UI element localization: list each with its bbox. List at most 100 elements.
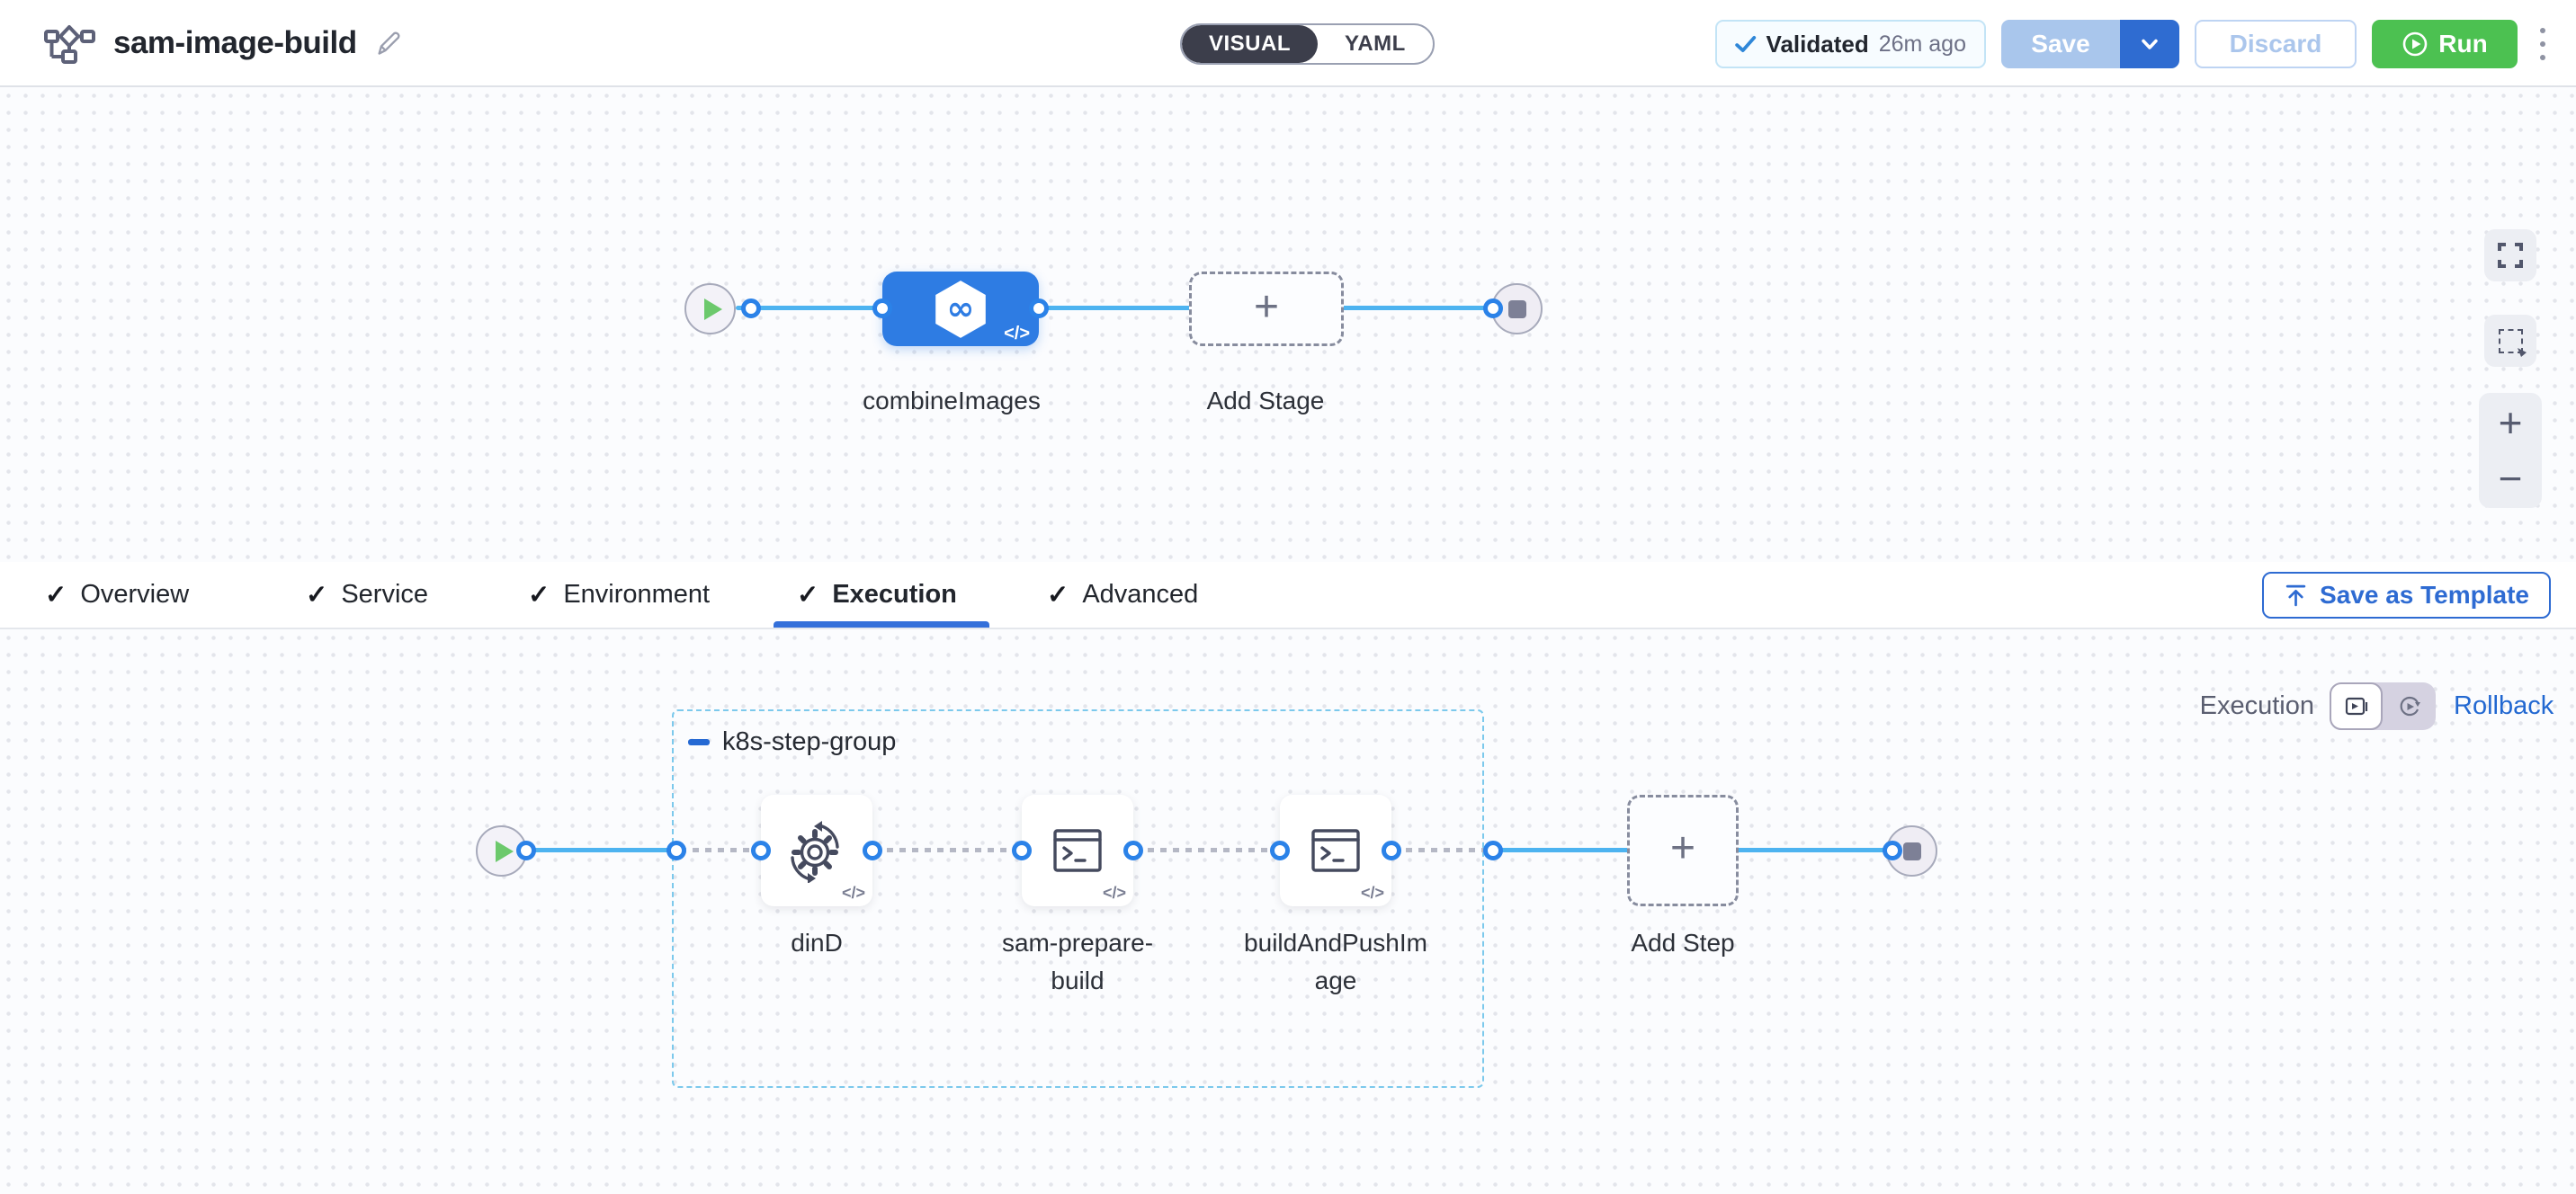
check-icon: ✓ — [528, 581, 550, 610]
fullscreen-icon — [2498, 243, 2523, 268]
page-title: sam-image-build — [113, 24, 357, 60]
stage-canvas[interactable]: ∞ </> + combineImages Add Stage — [0, 87, 2576, 562]
add-step-label: Add Step — [1631, 929, 1735, 957]
step-connector-line — [509, 848, 680, 852]
connector-port[interactable] — [751, 841, 771, 860]
connector-port[interactable] — [1270, 841, 1290, 860]
check-icon: ✓ — [1047, 581, 1069, 610]
check-icon: ✓ — [45, 581, 67, 610]
visual-yaml-toggle: VISUAL YAML — [1180, 23, 1435, 65]
zoom-in-button[interactable]: + — [2498, 399, 2523, 446]
header: sam-image-build VISUAL YAML Validated 26… — [0, 0, 2576, 87]
connector-port[interactable] — [516, 841, 536, 860]
rollback-mode-button[interactable] — [2383, 682, 2436, 730]
step-connector-dashed — [874, 848, 1024, 852]
discard-button[interactable]: Discard — [2195, 20, 2357, 68]
tab-overview[interactable]: ✓ Overview — [45, 580, 190, 610]
connector-port[interactable] — [1123, 841, 1143, 860]
run-button[interactable]: Run — [2372, 20, 2518, 68]
step-build-and-push-image[interactable]: </> — [1280, 795, 1391, 906]
chevron-down-icon — [2142, 39, 2158, 49]
check-icon: ✓ — [797, 581, 819, 610]
execution-steps-icon — [2345, 697, 2367, 715]
check-icon: ✓ — [306, 581, 328, 610]
upload-icon — [2285, 584, 2306, 606]
stage-config-tabbar: ✓ Overview ✓ Service ✓ Environment ✓ Exe… — [0, 562, 2576, 629]
step-dind[interactable]: </> — [761, 795, 872, 906]
run-play-icon — [2402, 31, 2428, 57]
multi-select-button[interactable] — [2484, 315, 2536, 367]
execution-canvas[interactable]: Execution Rollback — [0, 629, 2576, 1194]
stage-label: combineImages — [863, 387, 1041, 414]
connector-port[interactable] — [741, 298, 761, 318]
step-sam-prepare-build[interactable]: </> — [1022, 795, 1133, 906]
step-connector-dashed — [1393, 848, 1495, 852]
add-step-button[interactable]: + — [1627, 795, 1739, 906]
header-left: sam-image-build — [43, 0, 402, 85]
stop-square-icon — [1507, 299, 1526, 318]
terminal-icon — [1053, 829, 1102, 872]
plus-icon: + — [1669, 824, 1696, 872]
start-play-icon — [495, 840, 514, 862]
connector-port[interactable] — [1029, 298, 1049, 318]
connector-port[interactable] — [863, 841, 882, 860]
connector-port[interactable] — [1483, 298, 1503, 318]
step-connector-dashed — [680, 848, 763, 852]
collapse-group-icon[interactable] — [688, 739, 710, 745]
start-play-icon — [703, 298, 722, 320]
connector-port[interactable] — [1483, 841, 1503, 860]
code-icon: </> — [1360, 884, 1384, 902]
run-label: Run — [2438, 30, 2488, 58]
tab-service[interactable]: ✓ Service — [306, 580, 429, 610]
step-label: buildAndPushImage — [1244, 929, 1427, 994]
tab-execution[interactable]: ✓ Execution — [797, 580, 957, 610]
toggle-yaml[interactable]: YAML — [1345, 31, 1406, 56]
step-label: sam-prepare-build — [1001, 929, 1154, 994]
tab-environment[interactable]: ✓ Environment — [528, 580, 711, 610]
rollback-link[interactable]: Rollback — [2454, 691, 2554, 720]
edit-pencil-icon[interactable] — [375, 30, 402, 57]
fullscreen-button[interactable] — [2484, 229, 2536, 281]
step-label: dinD — [791, 929, 843, 957]
step-group-k8s[interactable] — [672, 709, 1484, 1088]
validated-label: Validated — [1766, 30, 1869, 58]
active-tab-underline — [774, 621, 989, 628]
save-as-template-label: Save as Template — [2320, 581, 2529, 609]
save-split-button: Save — [2001, 20, 2179, 68]
tab-advanced[interactable]: ✓ Advanced — [1047, 580, 1199, 610]
pipeline-chain-stage-icon: ∞ — [935, 280, 986, 338]
validated-badge[interactable]: Validated 26m ago — [1714, 20, 1986, 68]
check-icon — [1734, 36, 1756, 52]
gear-sync-icon — [791, 821, 839, 883]
header-actions: Validated 26m ago Save Discard Run — [1714, 20, 2553, 68]
code-icon: </> — [1004, 324, 1030, 343]
execution-rollback-toggle — [2330, 682, 2436, 730]
marquee-selection-icon — [2498, 328, 2527, 357]
connector-port[interactable] — [1012, 841, 1032, 860]
save-as-template-button[interactable]: Save as Template — [2262, 572, 2551, 619]
toggle-visual[interactable]: VISUAL — [1182, 25, 1319, 63]
pipeline-start-node[interactable] — [684, 283, 736, 334]
validated-time: 26m ago — [1878, 31, 1966, 57]
execution-mode-label: Execution — [2199, 691, 2314, 720]
save-options-button[interactable] — [2120, 20, 2179, 68]
zoom-out-button[interactable]: − — [2498, 455, 2523, 502]
add-stage-button[interactable]: + — [1189, 272, 1344, 346]
svg-text:∞: ∞ — [947, 289, 975, 327]
step-connector-dashed — [1135, 848, 1282, 852]
connector-port[interactable] — [872, 298, 892, 318]
zoom-controls: + − — [2479, 393, 2542, 508]
connector-port[interactable] — [1883, 841, 1902, 860]
connector-port[interactable] — [666, 841, 686, 860]
connector-port[interactable] — [1382, 841, 1401, 860]
stage-combineimages[interactable]: ∞ </> — [882, 272, 1039, 346]
code-icon: </> — [1102, 884, 1126, 902]
save-button[interactable]: Save — [2001, 20, 2120, 68]
code-icon: </> — [841, 884, 865, 902]
more-options-kebab-icon[interactable] — [2533, 20, 2553, 68]
stage-connector-line — [736, 306, 1502, 310]
execution-mode-button[interactable] — [2330, 682, 2383, 730]
add-stage-label: Add Stage — [1206, 387, 1325, 414]
plus-icon: + — [1253, 282, 1280, 331]
